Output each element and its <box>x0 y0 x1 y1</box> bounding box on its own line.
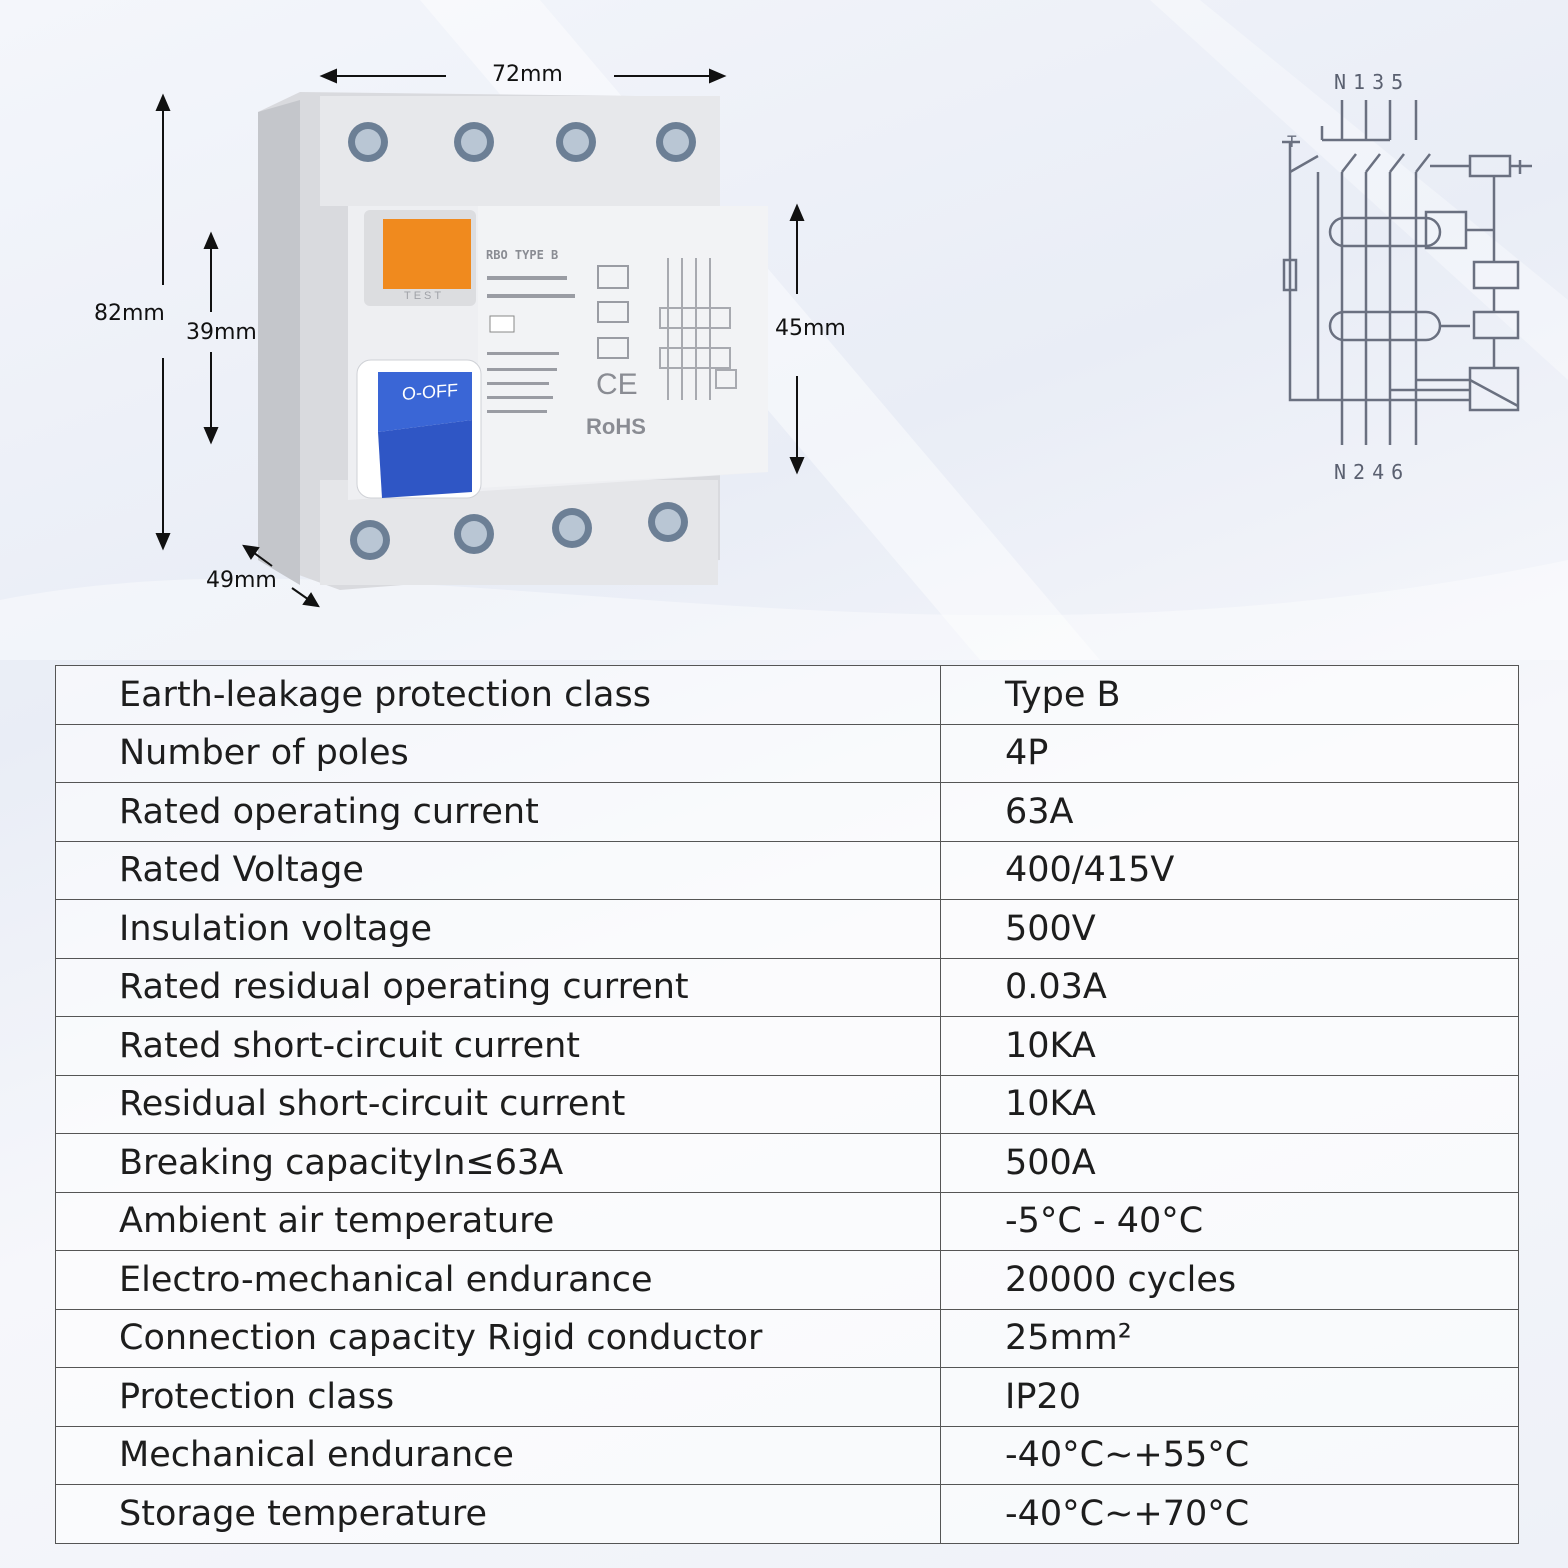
rcd-device-illustration <box>155 68 805 608</box>
spec-label: Earth-leakage protection class <box>55 665 941 725</box>
spec-value: 400/415V <box>940 840 1519 900</box>
spec-label: Storage temperature <box>55 1484 941 1544</box>
spec-label: Rated short-circuit current <box>55 1016 941 1076</box>
top-terminal-screws <box>348 122 696 162</box>
spec-label: Protection class <box>55 1367 941 1427</box>
spec-label: Ambient air temperature <box>55 1191 941 1251</box>
wiring-schematic <box>1282 100 1532 445</box>
spec-value: 20000 cycles <box>940 1250 1519 1310</box>
spec-label: Rated operating current <box>55 782 941 842</box>
height-dimension: 82mm <box>94 301 165 326</box>
spec-value: 500A <box>940 1133 1519 1193</box>
bottom-terminal-screws <box>350 502 688 560</box>
front-dimension: 45mm <box>775 316 846 341</box>
top-terminal-labels: N135 <box>1334 70 1411 94</box>
spec-label: Electro-mechanical endurance <box>55 1250 941 1310</box>
depth-dimension: 49mm <box>206 568 277 593</box>
table-row: Mechanical endurance-40°C~+55°C <box>55 1425 1519 1485</box>
spec-label: Number of poles <box>55 723 941 783</box>
spec-value: IP20 <box>940 1367 1519 1427</box>
spec-value: 63A <box>940 782 1519 842</box>
spec-value: 25mm² <box>940 1308 1519 1368</box>
rohs-mark: RoHS <box>586 414 646 439</box>
spec-value: Type B <box>940 665 1519 725</box>
spec-value: -40°C~+70°C <box>940 1484 1519 1544</box>
spec-label: Rated Voltage <box>55 840 941 900</box>
test-button[interactable] <box>383 219 471 289</box>
spec-label: Rated residual operating current <box>55 957 941 1017</box>
width-dimension: 72mm <box>492 62 563 87</box>
spec-value: 4P <box>940 723 1519 783</box>
table-row: Ambient air temperature-5°C - 40°C <box>55 1191 1519 1251</box>
switch-handle[interactable] <box>378 372 472 432</box>
test-label: TEST <box>404 290 445 302</box>
spec-label: Mechanical endurance <box>55 1425 941 1485</box>
test-terminal-mark: T <box>1287 132 1297 151</box>
table-row: Storage temperature-40°C~+70°C <box>55 1484 1519 1544</box>
spec-value: -5°C - 40°C <box>940 1191 1519 1251</box>
spec-value: -40°C~+55°C <box>940 1425 1519 1485</box>
spec-label: Breaking capacityIn≤63A <box>55 1133 941 1193</box>
module-dimension: 39mm <box>186 320 257 345</box>
spec-label: Insulation voltage <box>55 899 941 959</box>
spec-label: Connection capacity Rigid conductor <box>55 1308 941 1368</box>
spec-label: Residual short-circuit current <box>55 1074 941 1134</box>
spec-value: 500V <box>940 899 1519 959</box>
model-label: RBO TYPE B <box>486 248 559 262</box>
ce-mark: CE <box>596 368 638 401</box>
spec-value: 10KA <box>940 1016 1519 1076</box>
spec-value: 0.03A <box>940 957 1519 1017</box>
spec-value: 10KA <box>940 1074 1519 1134</box>
bottom-terminal-labels: N246 <box>1334 460 1411 484</box>
